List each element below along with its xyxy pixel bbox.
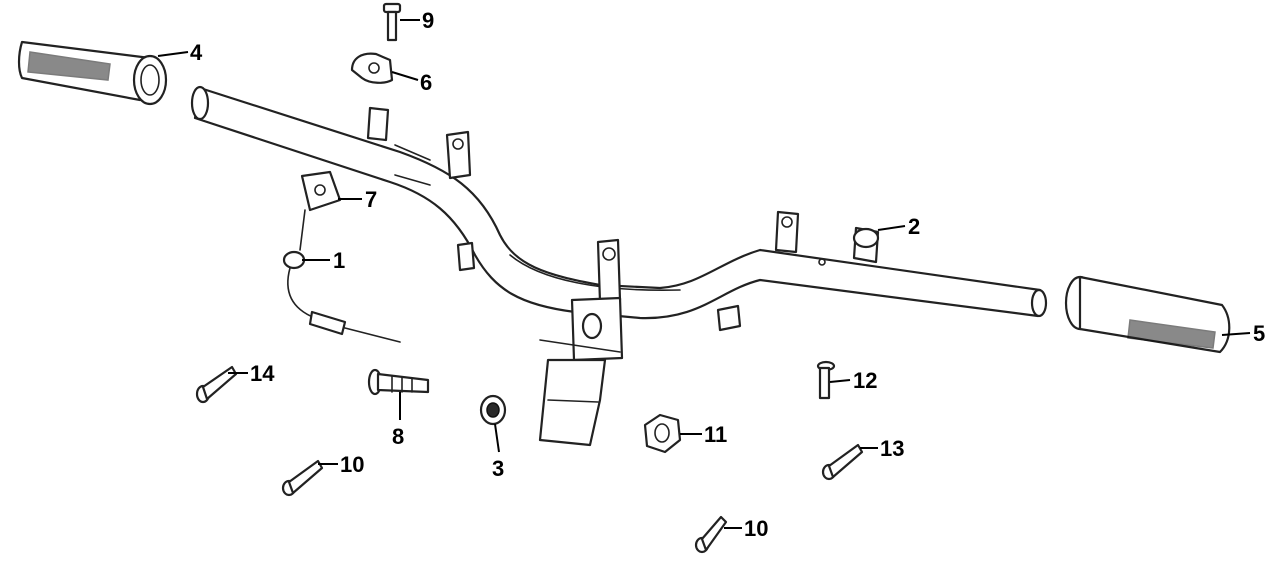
left-grip <box>17 40 168 106</box>
screw-12 <box>816 360 836 400</box>
small-bolt-9 <box>382 2 402 42</box>
part-label-10a: 10 <box>340 452 364 477</box>
part-label-6: 6 <box>420 70 432 95</box>
small-clamp-2 <box>852 227 880 249</box>
clamp-cap <box>350 52 394 84</box>
right-grip <box>1064 275 1231 354</box>
hex-nut-11 <box>643 413 682 454</box>
nut-3 <box>479 394 507 426</box>
leader-lines <box>157 19 1251 529</box>
part-label-12: 12 <box>853 368 877 393</box>
screw-14 <box>195 365 238 404</box>
part-label-11: 11 <box>704 422 727 447</box>
part-label-1: 1 <box>333 248 345 273</box>
part-label-3: 3 <box>492 456 504 481</box>
screw-10-left <box>281 459 324 497</box>
part-number-labels: 4 5 6 9 7 1 2 14 8 3 11 12 13 10 10 <box>190 8 1265 541</box>
part-label-10b: 10 <box>744 516 768 541</box>
part-label-7: 7 <box>365 187 377 212</box>
part-label-5: 5 <box>1253 321 1265 346</box>
part-label-8: 8 <box>392 424 404 449</box>
part-label-14: 14 <box>250 361 275 386</box>
part-label-4: 4 <box>190 40 203 65</box>
brake-switch-cable <box>282 209 401 343</box>
part-label-2: 2 <box>908 214 920 239</box>
switch-bracket <box>300 170 342 212</box>
handlebar-tube <box>190 85 1048 320</box>
part-label-13: 13 <box>880 436 904 461</box>
screw-13 <box>821 443 864 481</box>
stem-clamp <box>538 238 624 447</box>
screw-10-bottom <box>694 515 728 554</box>
part-label-9: 9 <box>422 8 434 33</box>
bolt-8 <box>367 368 430 396</box>
